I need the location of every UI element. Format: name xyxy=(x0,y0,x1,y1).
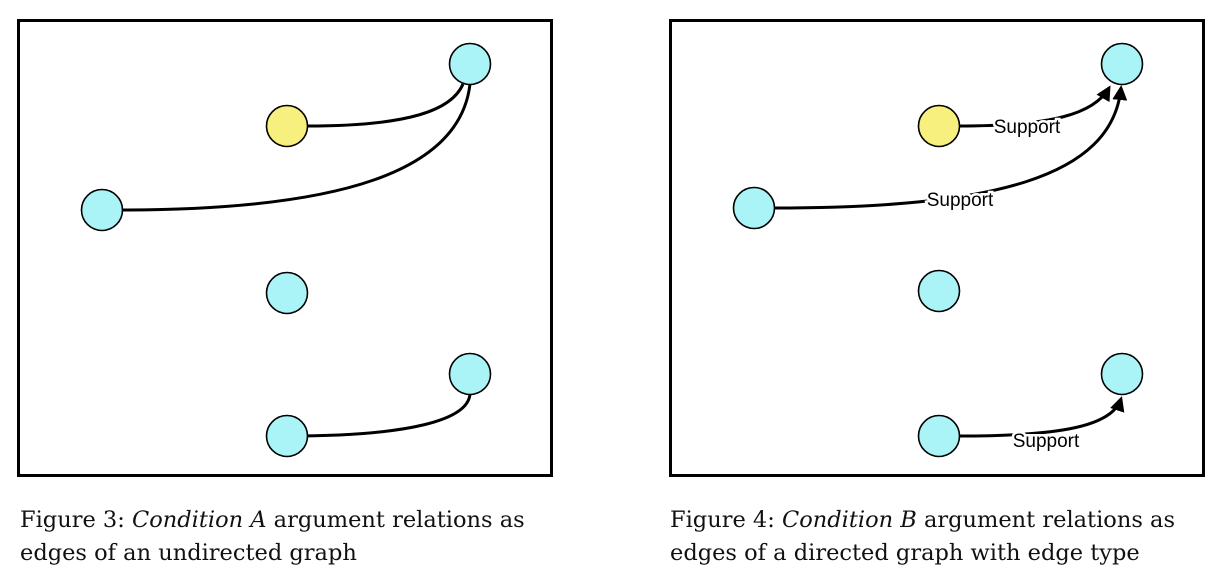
graph-edge xyxy=(119,83,472,212)
edge-label-support: Support xyxy=(994,117,1061,138)
directed-edge xyxy=(958,396,1125,438)
caption-text: argument relations as xyxy=(923,507,1175,533)
graph-edge xyxy=(287,393,472,438)
graph-node-highlighted xyxy=(917,104,961,148)
directed-edge xyxy=(958,85,1111,128)
graph-node xyxy=(448,42,492,86)
caption-condition: Condition A xyxy=(131,507,267,533)
directed-edge xyxy=(773,85,1128,210)
figure-4-panel: Support Support Support xyxy=(669,19,1205,477)
caption-figure-number: Figure 3: xyxy=(20,507,125,533)
graph-node xyxy=(1100,42,1144,86)
edge-label-support: Support xyxy=(927,190,994,211)
caption-text: argument relations as xyxy=(273,507,525,533)
graph-node xyxy=(80,188,124,232)
undirected-graph xyxy=(80,42,492,458)
graph-edge xyxy=(306,83,465,128)
figure-3-caption: Figure 3: Condition A argument relations… xyxy=(20,504,560,570)
edge-label-support: Support xyxy=(1013,431,1080,452)
graph-node xyxy=(265,414,309,458)
caption-figure-number: Figure 4: xyxy=(670,507,775,533)
caption-condition: Condition B xyxy=(781,507,917,533)
figure-3-panel xyxy=(17,19,553,477)
caption-text: edges of an undirected graph xyxy=(20,540,357,566)
graph-node xyxy=(917,414,961,458)
directed-graph: Support Support Support xyxy=(732,42,1144,458)
figure-4-caption: Figure 4: Condition B argument relations… xyxy=(670,504,1210,570)
graph-node-highlighted xyxy=(265,104,309,148)
graph-node xyxy=(265,271,309,315)
graph-node xyxy=(732,186,776,230)
graph-node xyxy=(448,352,492,396)
graph-node xyxy=(917,269,961,313)
caption-text: edges of a directed graph with edge type xyxy=(670,540,1140,566)
graph-node xyxy=(1100,352,1144,396)
